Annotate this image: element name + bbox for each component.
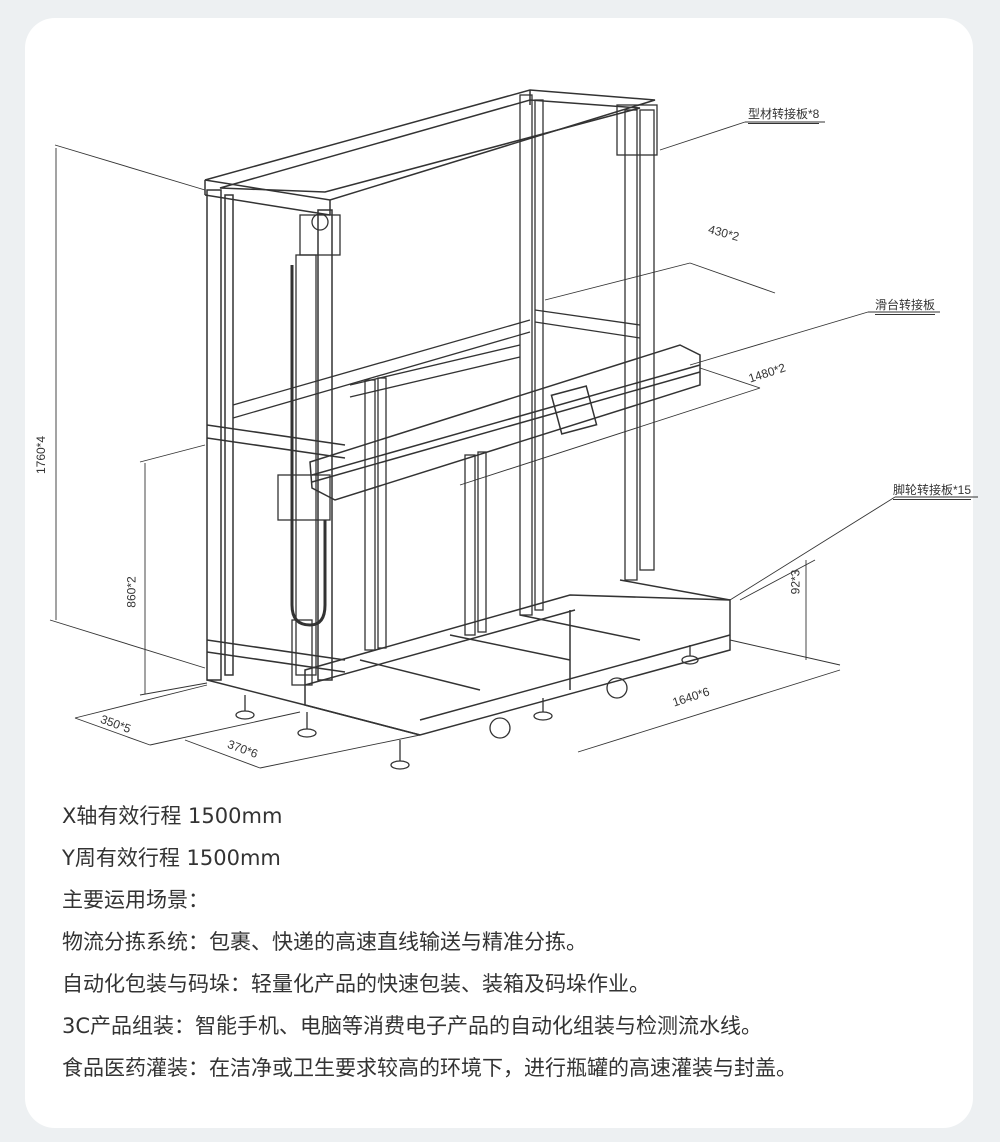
application-3c: 3C产品组装：智能手机、电脑等消费电子产品的自动化组装与检测流水线。 — [62, 1014, 763, 1038]
label-profile-adapter: 型材转接板*8 — [748, 105, 820, 124]
z-axis — [277, 104, 658, 686]
application-logistics: 物流分拣系统：包裹、快递的高速直线输送与精准分拣。 — [62, 930, 587, 954]
description: X轴有效行程 1500mm Y周有效行程 1500mm 主要运用场景： 物流分拣… — [62, 795, 797, 1089]
x-axis-beam — [309, 344, 701, 501]
gantry-frame-drawing — [49, 89, 978, 770]
label-dim-92: 92*3 — [788, 569, 803, 595]
y-axis-stroke: Y周有效行程 1500mm — [62, 846, 281, 870]
label-caster-adapter: 脚轮转接板*15 — [893, 481, 972, 500]
application-food-pharma: 食品医药灌装：在洁净或卫生要求较高的环境下，进行瓶罐的高速灌装与封盖。 — [62, 1056, 797, 1080]
applications-heading: 主要运用场景： — [62, 888, 209, 912]
label-slide-adapter: 滑台转接板 — [875, 296, 936, 315]
content-card — [25, 18, 973, 1128]
feet-casters — [235, 645, 699, 770]
top-frame — [204, 89, 656, 216]
label-dim-860: 860*2 — [124, 576, 139, 608]
dimension-lines — [49, 121, 978, 769]
application-packaging: 自动化包装与码垛：轻量化产品的快速包装、装箱及码垛作业。 — [62, 972, 650, 996]
rear-uprights — [232, 94, 655, 651]
x-axis-stroke: X轴有效行程 1500mm — [62, 804, 283, 828]
label-dim-1760: 1760*4 — [34, 435, 49, 475]
base-frame — [206, 579, 731, 736]
